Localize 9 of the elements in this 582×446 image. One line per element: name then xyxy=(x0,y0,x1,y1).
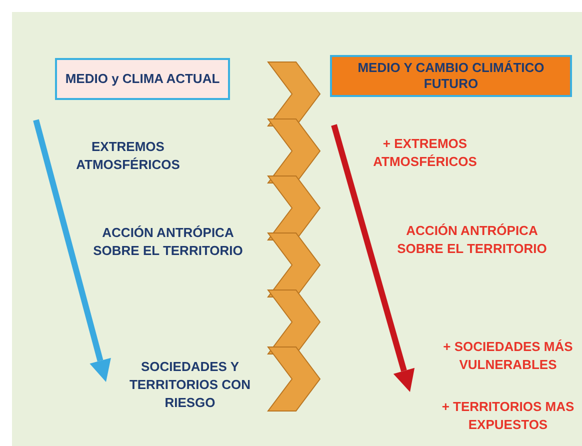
factor-label: EXTREMOS ATMOSFÉRICOS xyxy=(75,138,181,174)
factor-label: ACCIÓN ANTRÓPICA SOBRE EL TERRITORIO xyxy=(396,222,548,258)
factor-label: SOCIEDADES Y TERRITORIOS CON RIESGO xyxy=(128,358,252,412)
factor-label: + EXTREMOS ATMOSFÉRICOS xyxy=(372,135,478,171)
heading-box: MEDIO Y CAMBIO CLIMÁTICO FUTURO xyxy=(330,55,572,97)
factor-label: + SOCIEDADES MÁS VULNERABLES xyxy=(443,338,573,374)
factor-label: + TERRITORIOS MAS EXPUESTOS xyxy=(440,398,576,434)
factor-label: ACCIÓN ANTRÓPICA SOBRE EL TERRITORIO xyxy=(92,224,244,260)
heading-box: MEDIO y CLIMA ACTUAL xyxy=(55,58,230,100)
